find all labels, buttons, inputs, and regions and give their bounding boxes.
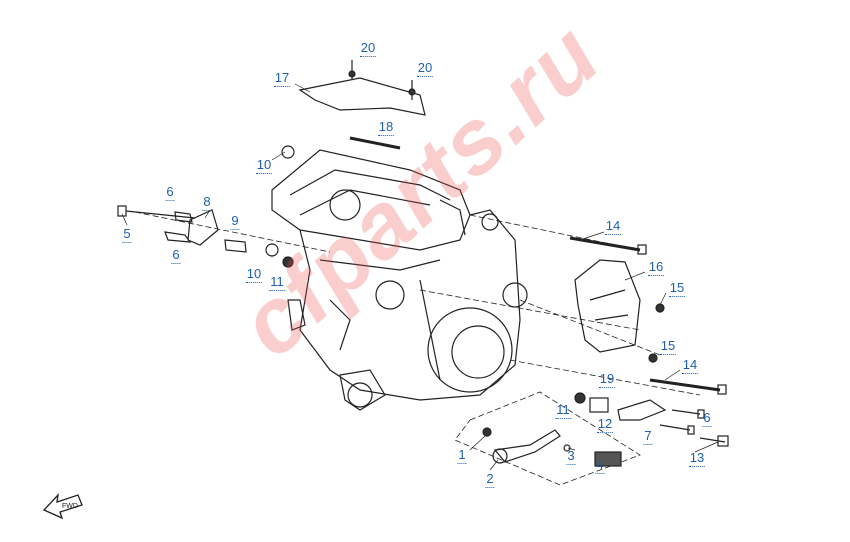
fwd-arrow-icon: FWD (42, 493, 83, 520)
part-label-14[interactable]: 14 (604, 218, 622, 235)
part-label-17[interactable]: 17 (273, 70, 291, 87)
engine-body (271, 149, 528, 411)
shift-lever (482, 427, 622, 467)
part-label-19[interactable]: 19 (598, 371, 616, 388)
part-label-11[interactable]: 11 (555, 402, 571, 419)
part-label-2[interactable]: 2 (485, 471, 495, 488)
part-label-4[interactable]: 4 (595, 457, 605, 474)
part-label-11[interactable]: 11 (269, 274, 285, 291)
part-label-20[interactable]: 20 (416, 60, 434, 77)
part-label-5[interactable]: 5 (122, 226, 132, 243)
part-label-6[interactable]: 6 (165, 184, 175, 201)
part-label-14[interactable]: 14 (681, 357, 699, 374)
part-label-6[interactable]: 6 (171, 247, 181, 264)
part-label-10[interactable]: 10 (255, 157, 273, 174)
part-label-7[interactable]: 7 (643, 428, 653, 445)
heat-shield (298, 77, 426, 116)
part-label-18[interactable]: 18 (377, 119, 395, 136)
part-label-6[interactable]: 6 (702, 410, 712, 427)
part-label-9[interactable]: 9 (230, 213, 240, 230)
left-fasteners (117, 145, 295, 268)
part-label-8[interactable]: 8 (202, 194, 212, 211)
part-label-12[interactable]: 12 (596, 416, 614, 433)
part-label-16[interactable]: 16 (647, 259, 665, 276)
part-label-20[interactable]: 20 (359, 40, 377, 57)
part-label-15[interactable]: 15 (668, 280, 686, 297)
part-label-10[interactable]: 10 (245, 266, 263, 283)
fwd-label: FWD (62, 503, 78, 510)
right-fasteners (569, 236, 729, 447)
sprocket-cover (574, 259, 641, 353)
part-label-15[interactable]: 15 (659, 338, 677, 355)
part-label-3[interactable]: 3 (566, 448, 576, 465)
label-leaders (121, 83, 719, 471)
part-label-13[interactable]: 13 (688, 450, 706, 467)
part-label-1[interactable]: 1 (457, 447, 467, 464)
